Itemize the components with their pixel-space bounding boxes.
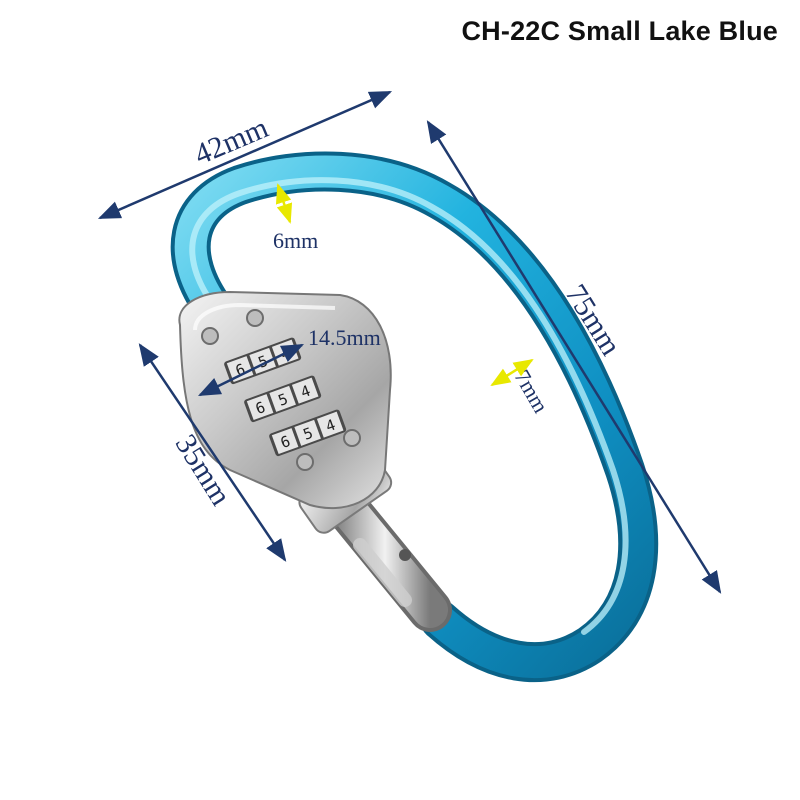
dimension-lock-width-label: 14.5mm [308, 325, 381, 350]
dimension-wire-side-label: 7mm [509, 365, 553, 417]
product-title: CH-22C Small Lake Blue [461, 16, 778, 46]
dimension-wire-top: 6mm [273, 183, 318, 253]
dimension-wire-side: 7mm [490, 358, 554, 417]
dimension-wire-top-label: 6mm [273, 228, 318, 253]
dimension-height: 75mm [426, 120, 722, 594]
dimension-lock-width: 14.5mm [197, 325, 381, 397]
